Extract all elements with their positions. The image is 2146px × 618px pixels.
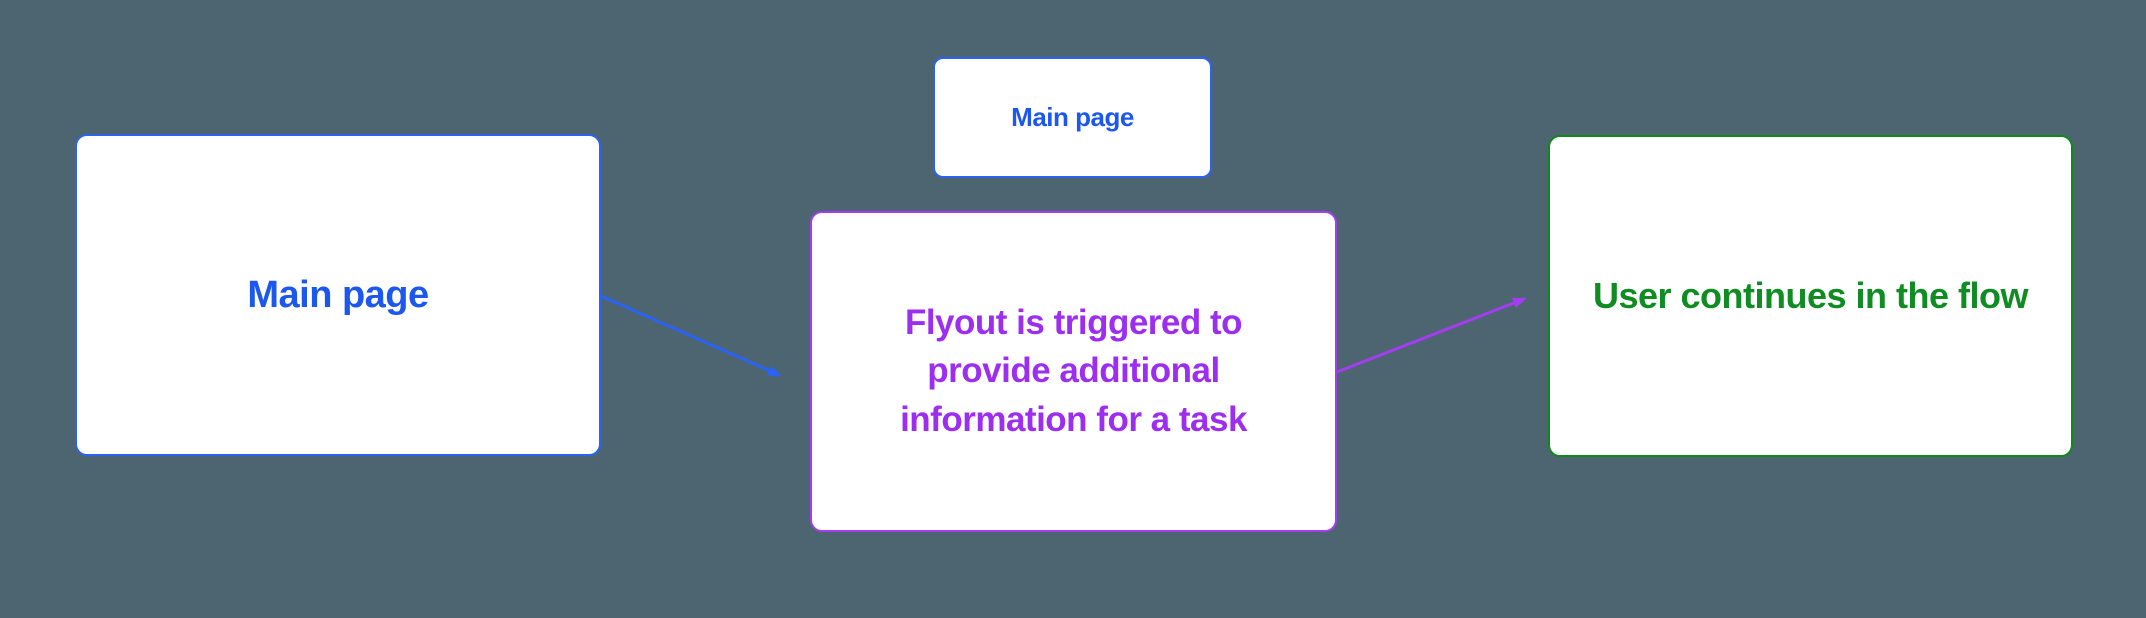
node-user-continues-label: User continues in the flow bbox=[1592, 275, 2029, 317]
connector-flyout-to-user-flow[interactable] bbox=[1336, 297, 1527, 374]
node-main-page-small[interactable]: Main page bbox=[933, 57, 1212, 178]
node-main-page[interactable]: Main page bbox=[75, 134, 601, 456]
node-main-page-label: Main page bbox=[247, 273, 429, 316]
node-main-page-small-label: Main page bbox=[1011, 101, 1134, 132]
node-user-continues[interactable]: User continues in the flow bbox=[1548, 135, 2073, 457]
node-flyout[interactable]: Flyout is triggered to provide additiona… bbox=[810, 211, 1337, 532]
connector-main-to-flyout[interactable] bbox=[600, 294, 782, 377]
node-flyout-label: Flyout is triggered to provide additiona… bbox=[900, 303, 1247, 439]
